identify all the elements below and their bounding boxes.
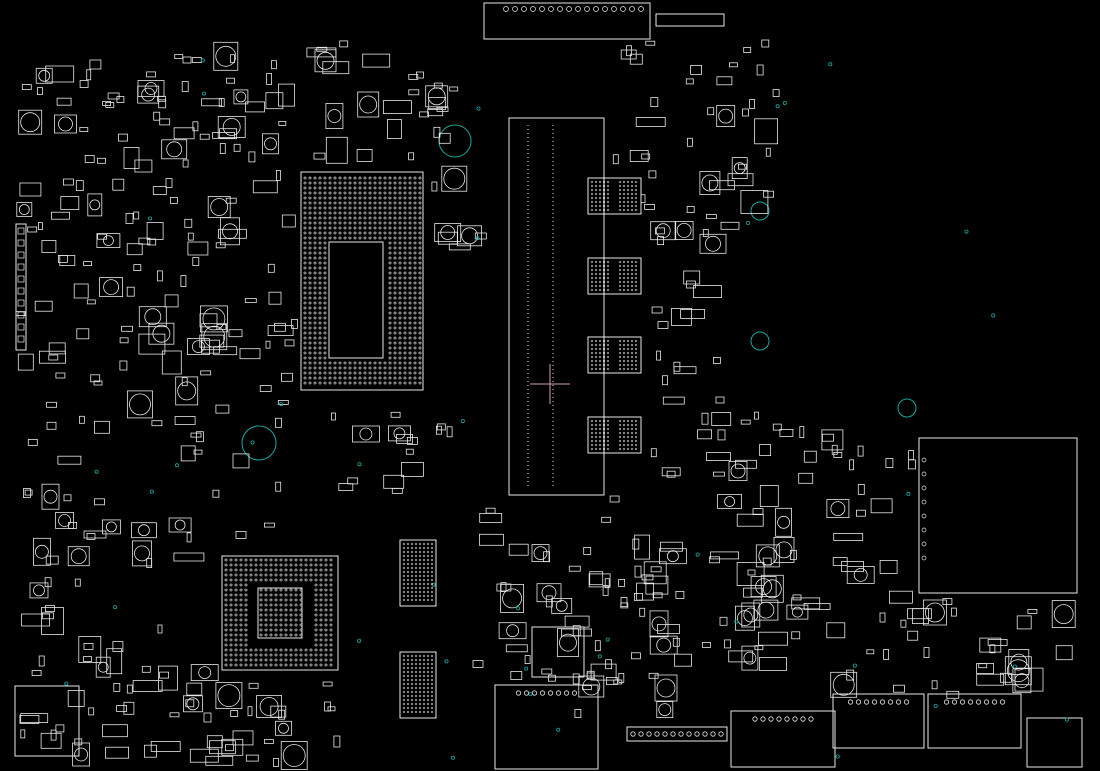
- bottom-left-port[interactable]: [14, 685, 80, 757]
- cpu-bga-package[interactable]: [300, 171, 424, 391]
- vram-chip-1[interactable]: [399, 539, 437, 607]
- bottom-port-5[interactable]: [1026, 717, 1083, 768]
- sodimm-memory-slot[interactable]: [508, 117, 605, 496]
- pch-bga-package[interactable]: [221, 555, 339, 671]
- bottom-port-3[interactable]: [832, 693, 925, 749]
- cursor-crosshair: [530, 364, 570, 404]
- memory-chip-2[interactable]: [587, 257, 642, 295]
- top-connector[interactable]: [483, 2, 725, 40]
- memory-chip-3[interactable]: [587, 336, 642, 374]
- bottom-port-2[interactable]: [730, 710, 836, 768]
- right-large-module[interactable]: [918, 437, 1078, 594]
- vram-chip-2[interactable]: [399, 651, 437, 719]
- mounting-holes: [241, 124, 917, 461]
- bottom-port-4[interactable]: [927, 693, 1022, 749]
- bottom-port-1[interactable]: [494, 684, 599, 770]
- center-chip-square[interactable]: [531, 626, 585, 678]
- left-header[interactable]: [15, 223, 27, 351]
- memory-chip-1[interactable]: [587, 177, 642, 215]
- bottom-header[interactable]: [626, 726, 728, 742]
- vias: [64, 58, 1070, 760]
- memory-chip-4[interactable]: [587, 416, 642, 454]
- small-components[interactable]: [15, 39, 1076, 770]
